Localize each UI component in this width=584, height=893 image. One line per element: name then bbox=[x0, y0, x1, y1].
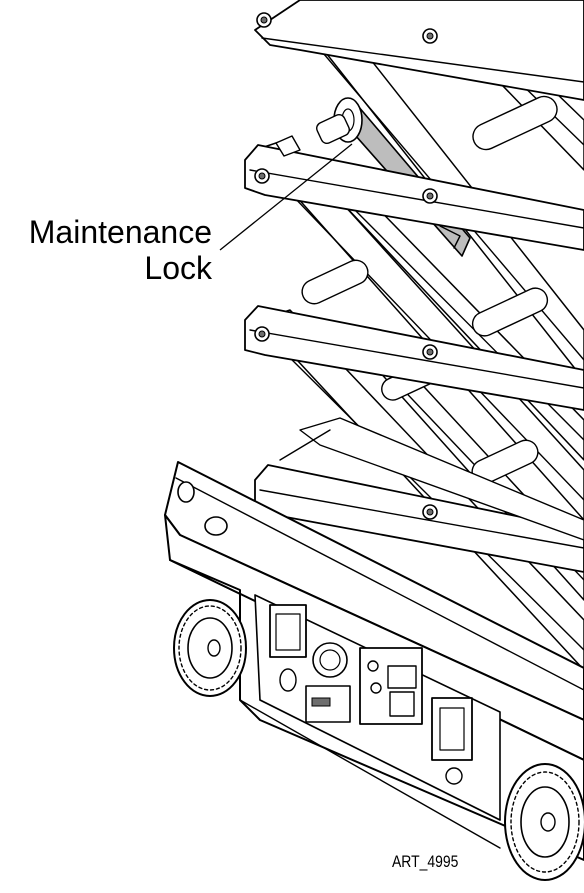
callout-label-line-1: Maintenance bbox=[28, 214, 212, 250]
front-wheel bbox=[173, 599, 247, 697]
scissor-rail-2 bbox=[244, 305, 584, 411]
callout-label-line-2: Lock bbox=[144, 250, 212, 286]
rear-wheel bbox=[504, 763, 584, 881]
control-panel-details bbox=[269, 604, 473, 785]
maintenance-lock-pointer bbox=[219, 143, 353, 251]
scissor-rail-1 bbox=[244, 135, 584, 251]
cross-tubes bbox=[301, 95, 558, 485]
platform-rail-top bbox=[254, 0, 584, 101]
art-code-label: ART_4995 bbox=[392, 852, 459, 871]
